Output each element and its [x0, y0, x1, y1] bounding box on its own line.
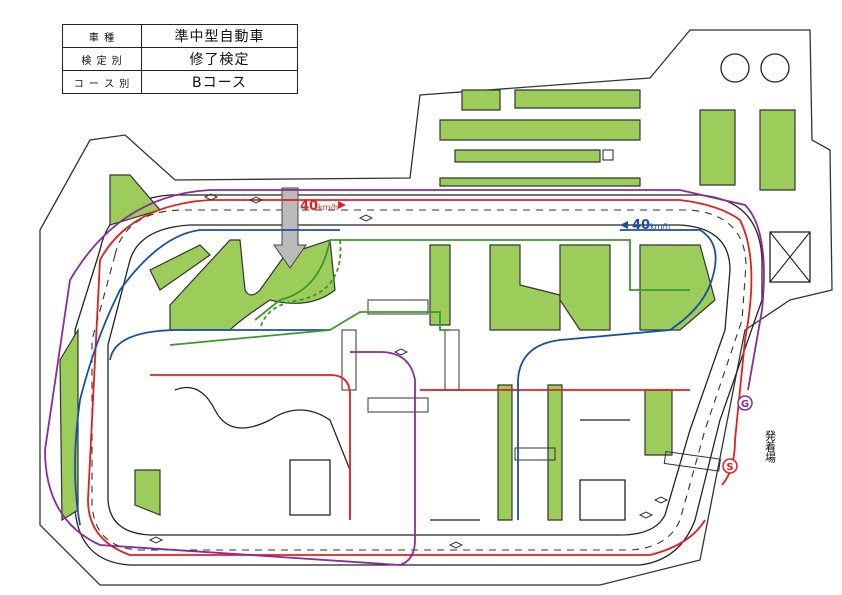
- figure8-right: [760, 53, 790, 83]
- island-top-left: [109, 174, 162, 226]
- departure-area-label: 発着場: [764, 429, 777, 464]
- crosswalk-right: [444, 329, 460, 391]
- h-road: [430, 389, 630, 521]
- speed-limit-red-value: 40: [300, 199, 318, 214]
- info-value-course: Bコース: [141, 70, 298, 94]
- entrance-arrow: [273, 187, 307, 269]
- info-row-vehicle: 車 種 準中型自動車: [62, 24, 298, 48]
- crosswalk-left: [341, 329, 357, 391]
- crosswalk-bottom: [367, 397, 429, 413]
- speed-limit-red: 40 km/h: [300, 199, 346, 214]
- route-blue: [74, 229, 717, 526]
- island-center-bar-1: [497, 384, 513, 521]
- info-value-exam: 修了検定: [141, 47, 298, 71]
- crank-road: [174, 386, 351, 520]
- figure8-left: [720, 53, 750, 83]
- goal-label: G: [741, 399, 749, 410]
- route-green-dashed: [259, 239, 342, 331]
- island-top-serpentine: [461, 89, 641, 111]
- island-center-mid: [429, 244, 451, 326]
- speed-limit-blue-value: 40: [632, 218, 650, 233]
- info-label-vehicle: 車 種: [62, 24, 142, 48]
- road-inner-edge: [107, 224, 731, 536]
- island-right-block: [559, 244, 611, 331]
- start-marker: S: [722, 458, 738, 474]
- speed-limit-red-unit: km/h: [318, 203, 338, 212]
- goal-marker: G: [737, 395, 753, 411]
- island-top-right-u: [699, 109, 796, 191]
- road-lane-outer: [91, 209, 747, 551]
- building-box: [769, 231, 811, 283]
- route-purple: [44, 189, 765, 566]
- small-box: [602, 149, 614, 161]
- island-center-block: [489, 244, 561, 331]
- speed-limit-blue-unit: km/h: [650, 222, 670, 231]
- start-label: S: [726, 462, 733, 473]
- info-row-exam: 検 定 別 修了検定: [62, 47, 298, 71]
- island-left-diagonal: [149, 244, 211, 291]
- island-right-diag: [639, 244, 716, 331]
- route-green: [169, 239, 690, 346]
- crosswalk-center: [514, 447, 556, 461]
- info-row-course: コ ー ス 別 Bコース: [62, 70, 298, 94]
- island-bottom-left: [134, 469, 161, 516]
- info-label-exam: 検 定 別: [62, 47, 142, 71]
- island-right-small: [644, 389, 673, 456]
- road-diamonds: [148, 193, 669, 549]
- island-top-bar: [439, 149, 641, 187]
- info-label-course: コ ー ス 別: [62, 70, 142, 94]
- crosswalk-top: [367, 299, 429, 315]
- course-boundary: [39, 29, 833, 586]
- info-value-vehicle: 準中型自動車: [141, 24, 298, 48]
- crosswalk-depart: [663, 451, 721, 472]
- island-top-comb: [439, 119, 641, 141]
- info-table: 車 種 準中型自動車 検 定 別 修了検定 コ ー ス 別 Bコース: [62, 24, 298, 94]
- speed-limit-blue: 40 km/h: [620, 218, 670, 233]
